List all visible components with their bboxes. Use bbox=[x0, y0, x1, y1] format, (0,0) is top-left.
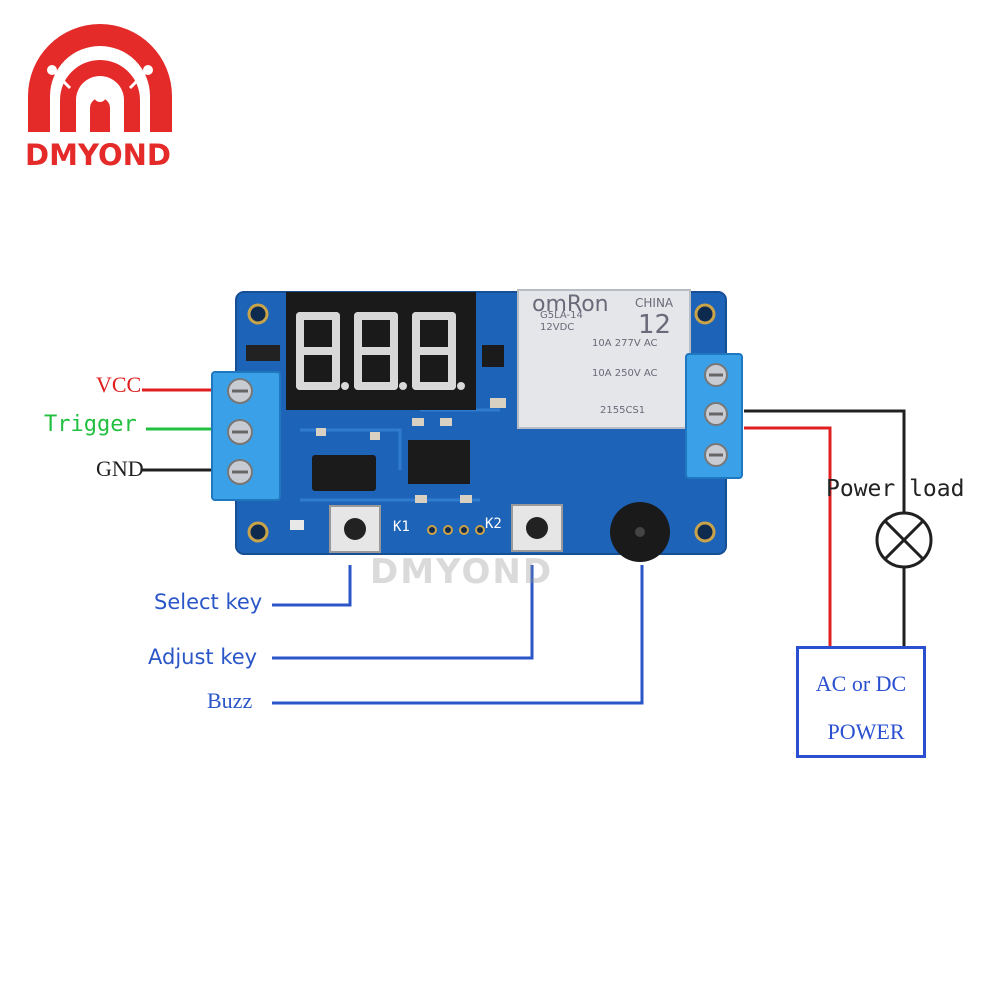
vcc-label: VCC bbox=[96, 372, 142, 397]
k1-button bbox=[329, 505, 381, 553]
relay-brand: omRon bbox=[532, 292, 609, 317]
relay-serial: 2155CS1 bbox=[600, 405, 646, 416]
relay-number: 12 bbox=[638, 310, 672, 340]
gnd-label: GND bbox=[96, 456, 144, 481]
power-source-box: AC or DC POWER bbox=[796, 646, 926, 758]
k2-label: K2 bbox=[485, 516, 502, 532]
input-terminal-block bbox=[211, 371, 281, 501]
power-source-line-1: AC or DC bbox=[815, 671, 907, 696]
output-terminal-block bbox=[685, 353, 743, 479]
logo-text: DMYOND bbox=[25, 138, 171, 172]
dmyond-logo-icon bbox=[28, 24, 172, 132]
power-source-line-2: POWER bbox=[827, 719, 905, 744]
trigger-label: Trigger bbox=[44, 412, 137, 437]
buzz-line bbox=[272, 565, 644, 705]
display-dot bbox=[341, 382, 349, 390]
display-dot bbox=[457, 382, 465, 390]
lamp-icon bbox=[875, 511, 933, 569]
relay-rating-2: 10A 250V AC bbox=[592, 368, 658, 379]
k1-label: K1 bbox=[393, 519, 410, 535]
buzz-label: Buzz bbox=[207, 688, 253, 713]
display-dot bbox=[399, 382, 407, 390]
relay-origin: CHINA bbox=[635, 296, 674, 310]
relay-voltage: 12VDC bbox=[540, 322, 575, 333]
output-red-wire bbox=[744, 426, 832, 646]
select-key-line bbox=[272, 565, 352, 607]
watermark: DMYOND bbox=[370, 552, 554, 592]
adjust-key-line bbox=[272, 565, 534, 660]
relay-icon bbox=[517, 289, 691, 429]
output-black-wire bbox=[744, 409, 906, 514]
buzzer-icon bbox=[610, 502, 670, 562]
seven-segment-display bbox=[286, 292, 476, 410]
relay-rating-1: 10A 277V AC bbox=[592, 338, 658, 349]
k2-button bbox=[511, 504, 563, 552]
power-load-label: Power load bbox=[826, 476, 965, 502]
adjust-key-label: Adjust key bbox=[148, 645, 258, 669]
select-key-label: Select key bbox=[154, 590, 263, 614]
relay-model: G5LA-14 bbox=[540, 310, 583, 321]
